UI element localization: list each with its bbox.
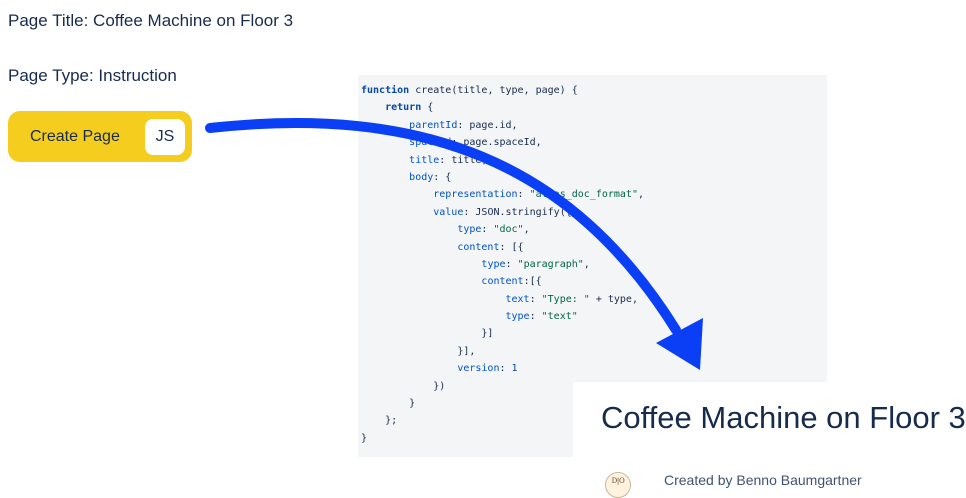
code-token: ,	[523, 224, 530, 236]
code-token: "text"	[541, 311, 578, 323]
code-token: "paragraph"	[517, 258, 584, 270]
code-token: {	[421, 102, 434, 114]
created-by-byline: Created by Benno Baumgartner	[664, 472, 862, 488]
code-token	[361, 259, 481, 270]
code-token: value	[433, 206, 464, 218]
created-page-preview: Coffee Machine on Floor 3 D|O Created by…	[573, 382, 966, 498]
code-token: function	[361, 85, 410, 96]
code-token	[361, 137, 409, 148]
code-line: content:[{	[361, 273, 827, 290]
code-token: spaceId	[409, 137, 452, 149]
code-line: })	[361, 378, 827, 395]
code-token: representation	[433, 189, 518, 201]
code-line: text: "Type: " + type,	[361, 291, 827, 308]
code-token: + type,	[589, 293, 638, 305]
code-token	[361, 224, 457, 235]
code-line: }	[361, 395, 827, 412]
code-token: :	[529, 293, 542, 305]
code-token	[361, 207, 433, 218]
code-token: :	[517, 189, 530, 201]
code-token: };	[361, 415, 398, 427]
code-token: :	[481, 224, 494, 236]
code-token: }]	[361, 328, 494, 340]
code-token: type	[457, 224, 482, 236]
preview-page-title: Coffee Machine on Floor 3	[601, 400, 966, 435]
code-token: : page.spaceId,	[451, 137, 542, 149]
code-token: :	[529, 311, 542, 323]
code-token: }	[361, 398, 416, 410]
code-token: create(title, type, page) {	[409, 85, 578, 96]
code-line: title: title,	[361, 152, 827, 169]
code-token: type	[481, 258, 506, 270]
create-page-button[interactable]: Create Page JS	[8, 111, 192, 162]
code-token: }],	[361, 345, 476, 357]
code-line: }	[361, 430, 827, 447]
code-line: type: "text"	[361, 308, 827, 325]
code-token: })	[361, 380, 446, 392]
page-type-field: Page Type: Instruction	[8, 66, 177, 85]
code-line: spaceId: page.spaceId,	[361, 134, 827, 151]
code-token	[361, 120, 409, 131]
code-token: "Type: "	[541, 293, 590, 305]
code-line: representation: "atlas_doc_format",	[361, 186, 827, 203]
code-token: : {	[433, 171, 452, 183]
code-token	[361, 155, 409, 166]
code-token: :	[499, 363, 512, 375]
code-line: return {	[361, 99, 827, 116]
code-token: content	[481, 276, 524, 288]
code-line: parentId: page.id,	[361, 117, 827, 134]
code-token: }	[361, 432, 368, 444]
code-token	[361, 294, 506, 305]
code-token: content	[457, 241, 500, 253]
code-token: : [{	[499, 241, 524, 253]
code-token: : page.id,	[457, 119, 518, 131]
code-token: 1	[511, 363, 518, 375]
code-token	[361, 172, 409, 183]
code-token	[361, 363, 457, 374]
code-token: : JSON.stringify({	[463, 206, 572, 218]
code-token	[361, 189, 433, 200]
avatar: D|O	[605, 472, 631, 498]
code-line: value: JSON.stringify({	[361, 204, 827, 221]
code-token: return	[385, 102, 422, 114]
code-token: body	[409, 171, 434, 183]
code-token: title	[409, 154, 440, 166]
code-token: version	[457, 363, 500, 375]
code-token	[361, 242, 457, 253]
code-token: text	[505, 293, 530, 305]
code-token	[361, 276, 481, 287]
create-page-label: Create Page	[30, 127, 120, 145]
code-token	[361, 102, 385, 113]
code-token: "doc"	[493, 224, 524, 236]
page-title-field: Page Title: Coffee Machine on Floor 3	[8, 11, 294, 30]
code-token: : title,	[439, 154, 488, 166]
code-line: }]	[361, 325, 827, 342]
code-token: ,	[583, 258, 590, 270]
code-line: type: "paragraph",	[361, 256, 827, 273]
js-badge: JS	[145, 119, 185, 155]
code-token: ,	[637, 189, 644, 201]
code-line: body: {	[361, 169, 827, 186]
code-line: type: "doc",	[361, 221, 827, 238]
code-token: :[{	[523, 276, 542, 288]
code-token: parentId	[409, 119, 458, 131]
code-line: content: [{	[361, 239, 827, 256]
code-line: };	[361, 412, 827, 429]
code-token: :	[505, 258, 518, 270]
code-token: "atlas_doc_format"	[529, 189, 638, 201]
code-line: }],	[361, 343, 827, 360]
code-token	[361, 311, 506, 322]
code-line: function create(title, type, page) {	[361, 82, 827, 99]
code-line: version: 1	[361, 360, 827, 377]
code-token: type	[505, 311, 530, 323]
